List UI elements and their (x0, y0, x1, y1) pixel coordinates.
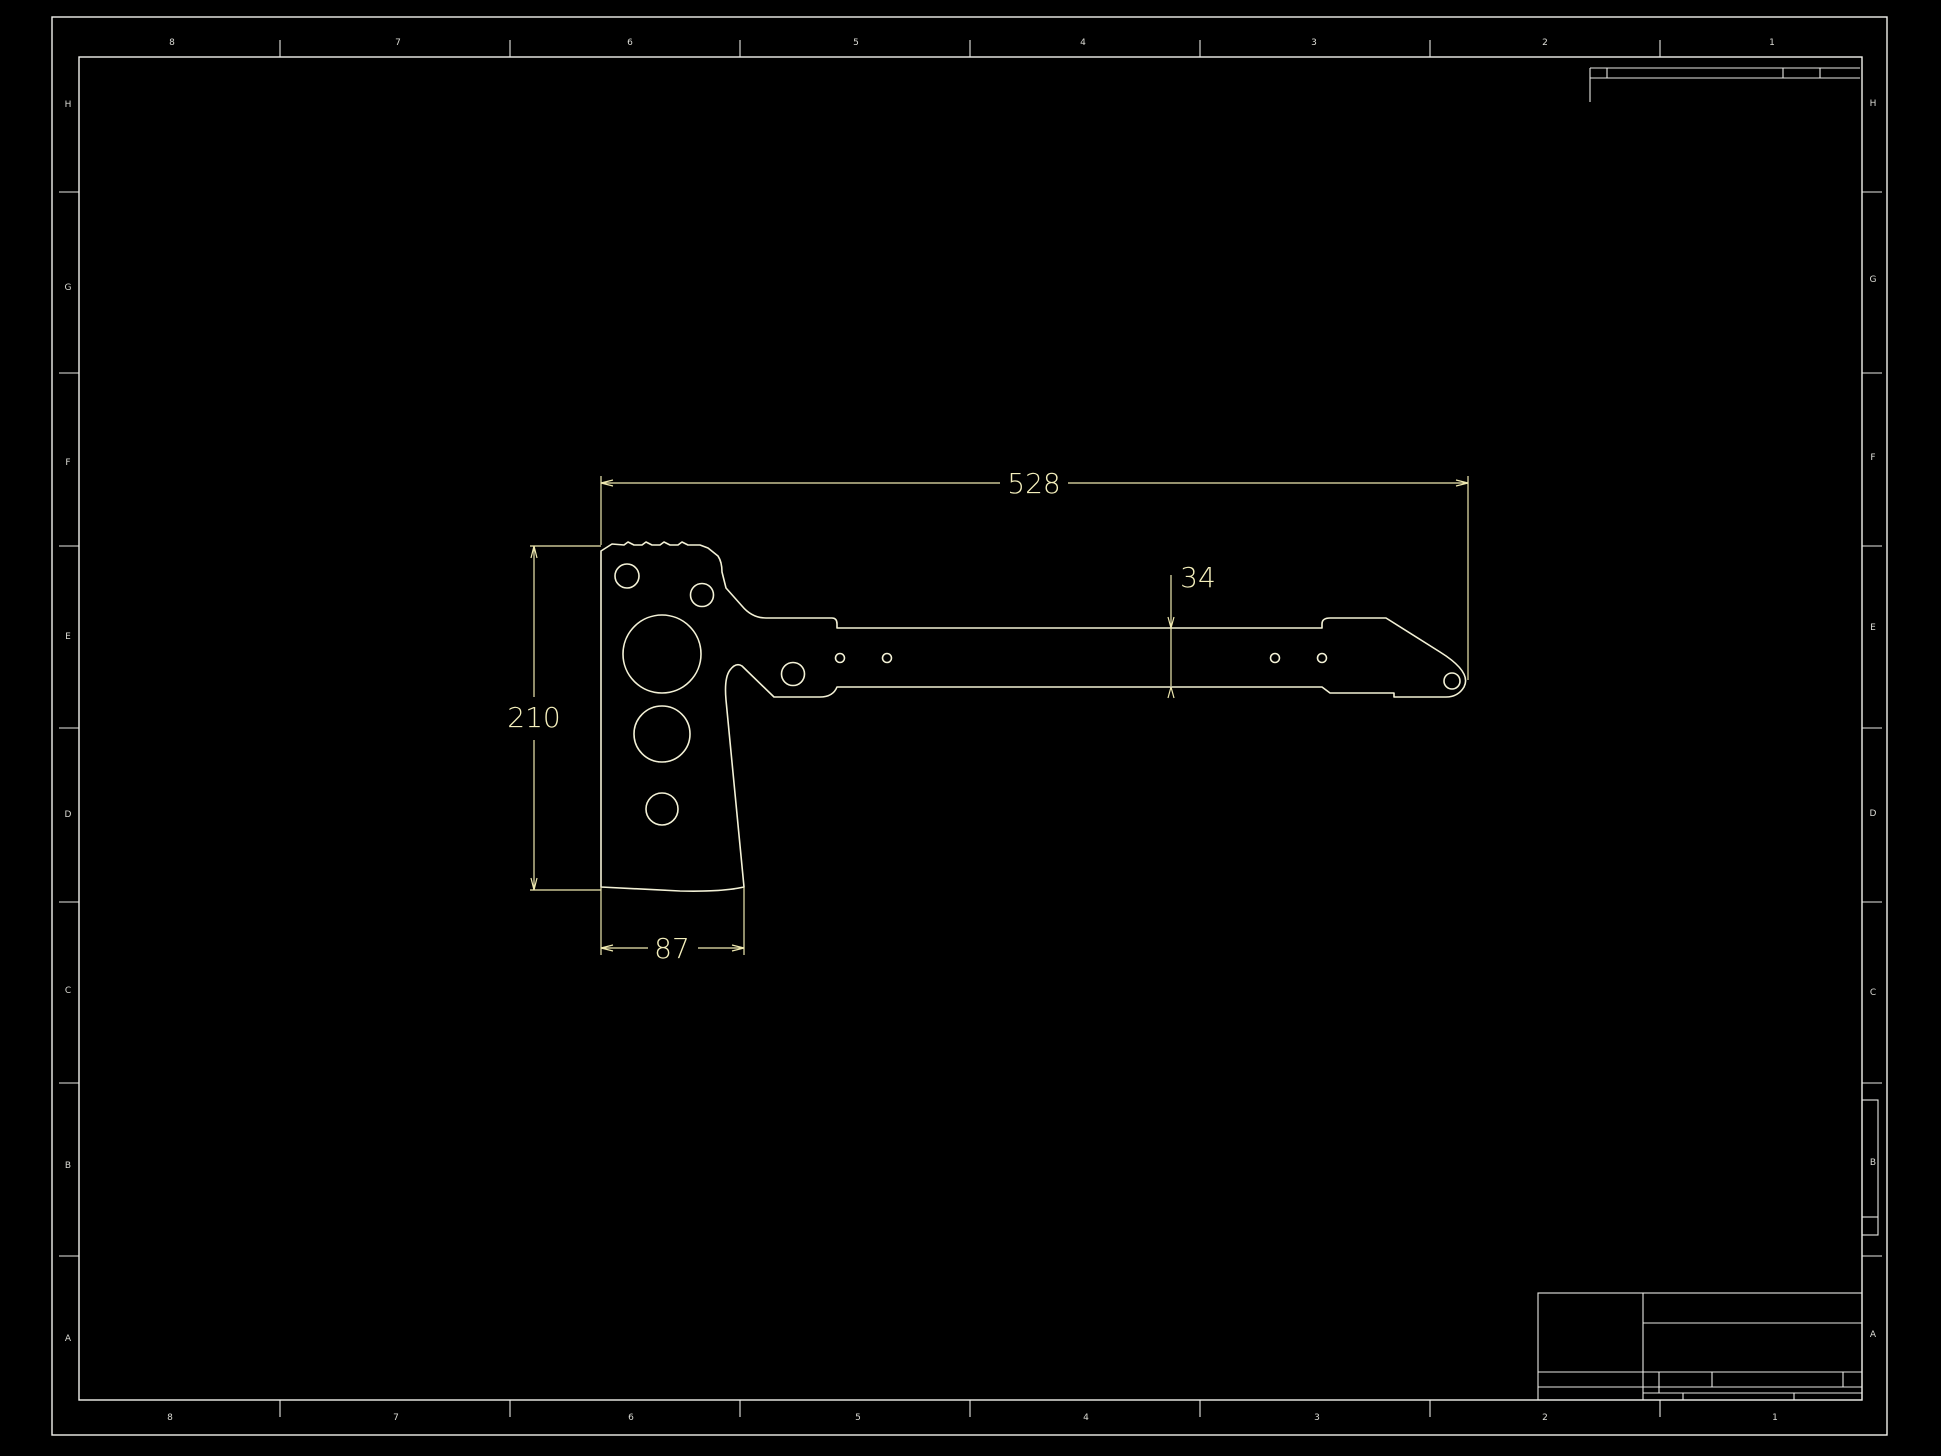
head-hole-small-top-right (689, 582, 715, 608)
dimension-overall-length-label: 528 (1007, 467, 1060, 500)
zone-row-label-left: B (65, 1161, 71, 1171)
zone-col-label-top: 8 (169, 38, 175, 48)
zone-col-label-top: 5 (853, 38, 859, 48)
zone-ticks-left (59, 191, 79, 1257)
outer-border (51, 16, 1888, 1436)
head-hole-large (622, 614, 702, 694)
zone-row-label-right: A (1870, 1330, 1877, 1340)
head-hole-medium (633, 705, 691, 763)
dimension-head-height: 210 (507, 545, 601, 891)
handle-hole-1 (834, 652, 846, 664)
head-hole-small-bottom (645, 792, 679, 826)
dimension-handle-width-label: 34 (1180, 561, 1216, 594)
revision-block (1589, 67, 1860, 102)
zone-ticks-top (279, 40, 1661, 57)
zone-row-label-left: D (65, 810, 72, 820)
zone-col-label-top: 7 (395, 38, 401, 48)
zone-row-label-left: H (65, 100, 72, 110)
zone-ticks-bottom (279, 1400, 1661, 1417)
side-stamp-box (1861, 1099, 1879, 1236)
inner-border (78, 56, 1863, 1401)
zone-col-label-top: 2 (1542, 38, 1548, 48)
zone-row-label-left: F (65, 458, 70, 468)
zone-col-label-bottom: 6 (628, 1413, 634, 1423)
dimension-handle-width: 34 (1167, 561, 1216, 699)
zone-col-label-bottom: 5 (855, 1413, 861, 1423)
zone-row-label-left: E (65, 632, 71, 642)
neck-hole (780, 661, 806, 687)
dimension-overall-length: 528 (600, 467, 1469, 680)
zone-col-label-top: 4 (1080, 38, 1086, 48)
dimension-blade-width: 87 (600, 887, 745, 965)
zone-col-label-bottom: 4 (1083, 1413, 1089, 1423)
handle-hole-2 (881, 652, 893, 664)
zone-row-label-right: B (1870, 1158, 1876, 1168)
dimension-head-height-label: 210 (507, 701, 560, 734)
zone-row-label-right: G (1870, 275, 1877, 285)
head-hole-small-top-left (614, 563, 640, 589)
zone-row-label-left: G (65, 283, 72, 293)
zone-row-label-left: C (65, 986, 71, 996)
dimension-blade-width-label: 87 (654, 932, 690, 965)
zone-row-label-right: D (1870, 809, 1877, 819)
zone-col-label-bottom: 1 (1772, 1413, 1778, 1423)
zone-col-label-bottom: 8 (167, 1413, 173, 1423)
handle-hole-4 (1316, 652, 1328, 664)
zone-col-label-bottom: 7 (393, 1413, 399, 1423)
zone-row-label-right: H (1870, 99, 1877, 109)
zone-col-label-bottom: 3 (1314, 1413, 1320, 1423)
zone-row-label-right: E (1870, 623, 1876, 633)
zone-row-label-right: C (1870, 988, 1876, 998)
title-block (1537, 1292, 1863, 1401)
axe-outline (600, 541, 1467, 892)
zone-row-label-right: F (1870, 453, 1875, 463)
zone-ticks-right (1862, 191, 1882, 1257)
zone-col-label-bottom: 2 (1542, 1413, 1548, 1423)
handle-hole-3 (1269, 652, 1281, 664)
zone-col-label-top: 6 (627, 38, 633, 48)
handle-end-hole (1443, 672, 1461, 690)
zone-col-label-top: 1 (1769, 38, 1775, 48)
zone-col-label-top: 3 (1311, 38, 1317, 48)
zone-row-label-left: A (65, 1334, 72, 1344)
